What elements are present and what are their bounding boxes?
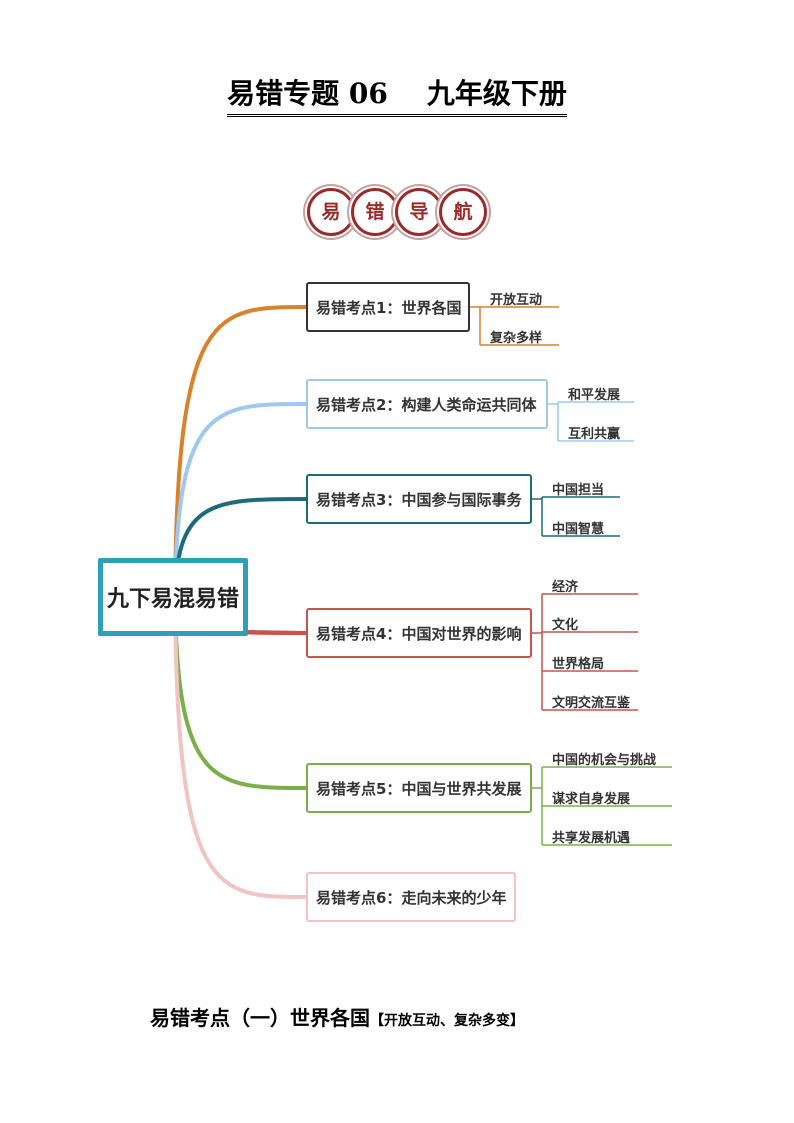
leaf-4-2: 文化 bbox=[552, 618, 579, 633]
leaf-2-1: 和平发展 bbox=[568, 388, 621, 403]
leaf-5-2: 谋求自身发展 bbox=[552, 792, 631, 807]
branch-label-6: 易错考点6：走向未来的少年 bbox=[316, 888, 507, 907]
page-title: 易错专题 06 九年级下册 bbox=[0, 72, 794, 117]
leaf-2-2: 互利共赢 bbox=[568, 427, 621, 442]
leaf-3-1: 中国担当 bbox=[552, 483, 605, 498]
section-note: 【开放互动、复杂多变】 bbox=[370, 1013, 524, 1029]
branch-node-2: 易错考点2：构建人类命运共同体 bbox=[306, 379, 548, 429]
badge-cuo: 错 bbox=[351, 188, 399, 236]
leaf-4-4: 文明交流互鉴 bbox=[552, 696, 631, 711]
branch-node-3: 易错考点3：中国参与国际事务 bbox=[306, 474, 532, 524]
branch-node-1: 易错考点1：世界各国 bbox=[306, 282, 470, 332]
section-heading: 易错考点（一）世界各国【开放互动、复杂多变】 bbox=[150, 1002, 524, 1031]
section-heading-text: 易错考点（一）世界各国 bbox=[150, 1006, 370, 1030]
branch-connector-1 bbox=[173, 305, 308, 599]
branch-label-1: 易错考点1：世界各国 bbox=[316, 298, 462, 317]
leaf-1-1: 开放互动 bbox=[490, 293, 543, 308]
nav-badges: 易 错 导 航 bbox=[307, 188, 487, 240]
leaf-4-1: 经济 bbox=[552, 580, 579, 595]
branch-connector-2 bbox=[173, 402, 308, 599]
branch-label-4: 易错考点4：中国对世界的影响 bbox=[316, 624, 522, 643]
leaf-5-3: 共享发展机遇 bbox=[552, 831, 631, 846]
mindmap-root: 九下易混易错 bbox=[98, 558, 248, 636]
leaf-5-1: 中国的机会与挑战 bbox=[552, 753, 657, 768]
leaf-3-2: 中国智慧 bbox=[552, 522, 605, 537]
branch-label-3: 易错考点3：中国参与国际事务 bbox=[316, 490, 522, 509]
badge-hang: 航 bbox=[439, 188, 487, 236]
branch-node-6: 易错考点6：走向未来的少年 bbox=[306, 872, 516, 922]
branch-connector-6 bbox=[173, 595, 308, 899]
page-title-text: 易错专题 06 九年级下册 bbox=[227, 72, 567, 117]
branch-node-5: 易错考点5：中国与世界共发展 bbox=[306, 763, 532, 813]
branch-label-2: 易错考点2：构建人类命运共同体 bbox=[316, 395, 537, 414]
leaf-4-3: 世界格局 bbox=[552, 657, 605, 672]
branch-node-4: 易错考点4：中国对世界的影响 bbox=[306, 608, 532, 658]
leaf-1-2: 复杂多样 bbox=[490, 331, 543, 346]
branch-label-5: 易错考点5：中国与世界共发展 bbox=[316, 779, 522, 798]
root-stub bbox=[247, 630, 307, 635]
